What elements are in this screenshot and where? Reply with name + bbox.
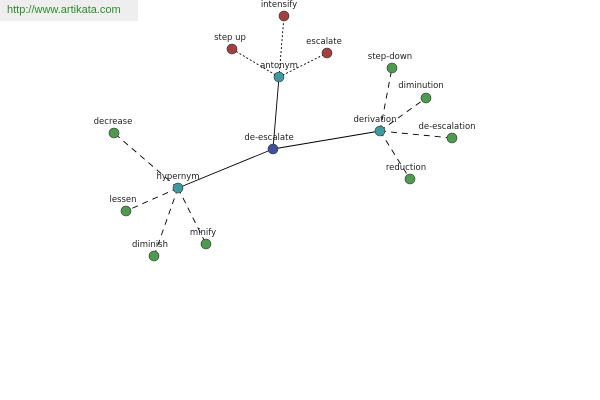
edge-derivation-to-de-escalation [379,130,453,139]
node-decrease[interactable]: decrease [94,117,133,139]
edge-derivation-to-reduction [379,130,411,180]
node-dot-de-escalation[interactable] [446,132,458,144]
node-label-de-escalation: de-escalation [418,122,475,132]
edge-de-escalate-to-antonym [272,76,280,150]
node-dot-intensify[interactable] [278,10,290,22]
node-dot-diminution[interactable] [420,92,432,104]
node-dot-lessen[interactable] [120,205,132,217]
node-dot-escalate[interactable] [321,47,333,59]
node-label-de-escalate: de-escalate [244,133,293,143]
node-dot-decrease[interactable] [108,127,120,139]
node-dot-antonym[interactable] [273,71,285,83]
node-minify[interactable]: minify [190,228,216,250]
edge-hypernym-to-decrease [113,132,179,189]
node-dot-step-up[interactable] [226,43,238,55]
node-reduction[interactable]: reduction [386,163,426,185]
edge-hypernym-to-diminish [153,187,179,257]
node-label-derivation: derivation [353,115,396,125]
node-diminish[interactable]: diminish [132,240,168,262]
node-label-step-up: step up [214,33,246,43]
edge-de-escalate-to-hypernym [177,148,274,189]
node-label-diminution: diminution [398,81,443,91]
node-label-lessen: lessen [109,195,136,205]
node-diminution[interactable]: diminution [398,81,444,104]
node-label-diminish: diminish [132,240,168,250]
node-lessen[interactable]: lessen [109,195,137,217]
node-de-escalation[interactable]: de-escalation [418,122,476,144]
node-dot-derivation[interactable] [374,125,386,137]
node-step-up[interactable]: step up [214,33,246,55]
node-label-step-down: step-down [368,52,412,62]
node-dot-minify[interactable] [200,238,212,250]
node-de-escalate[interactable]: de-escalate [244,133,294,155]
node-intensify[interactable]: intensify [261,0,297,22]
node-derivation[interactable]: derivation [353,115,397,137]
node-dot-step-down[interactable] [386,62,398,74]
edge-antonym-to-step-up [231,48,280,78]
edge-antonym-to-escalate [278,52,328,78]
edge-hypernym-to-lessen [125,187,179,212]
node-dot-reduction[interactable] [404,173,416,185]
node-hypernym[interactable]: hypernym [156,172,200,194]
edge-de-escalate-to-derivation [272,130,381,150]
source-url-banner[interactable]: http://www.artikata.com [0,0,138,21]
node-label-intensify: intensify [261,0,297,10]
node-label-antonym: antonym [260,61,298,71]
node-dot-de-escalate[interactable] [267,143,279,155]
node-label-minify: minify [190,228,216,238]
edges-layer [113,15,453,257]
node-label-reduction: reduction [386,163,426,173]
node-label-escalate: escalate [306,37,342,47]
node-escalate[interactable]: escalate [306,37,342,59]
node-dot-diminish[interactable] [148,250,160,262]
node-label-hypernym: hypernym [156,172,199,182]
node-dot-hypernym[interactable] [172,182,184,194]
node-label-decrease: decrease [94,117,133,127]
node-step-down[interactable]: step-down [368,52,412,74]
nodes-layer: de-escalate antonym derivation hypernym inte… [94,0,476,262]
edge-derivation-to-diminution [379,97,427,132]
node-antonym[interactable]: antonym [260,61,298,83]
